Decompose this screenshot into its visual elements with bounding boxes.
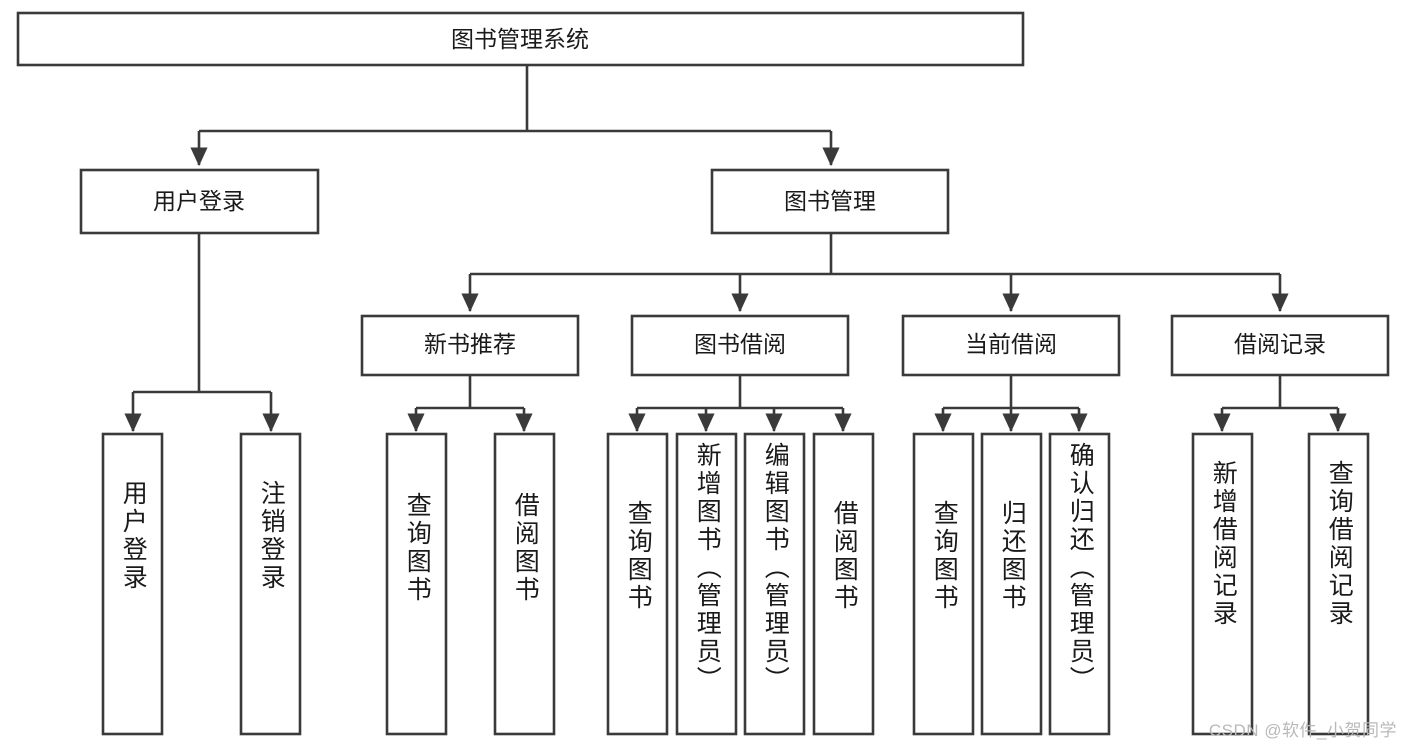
node-borrow-record-label: 借阅记录: [1234, 331, 1326, 357]
node-book-management-label: 图书管理: [784, 188, 876, 214]
leaf-box-logout[interactable]: [239, 432, 302, 736]
node-current-borrow-label: 当前借阅: [965, 331, 1057, 357]
watermark-text: CSDN @软件_小贺同学: [1208, 721, 1397, 740]
edge-root-to-level2: [190, 65, 840, 167]
node-borrow-record[interactable]: 借阅记录: [1170, 314, 1390, 377]
node-current-borrow[interactable]: 当前借阅: [901, 314, 1121, 377]
node-book-borrow[interactable]: 图书借阅: [630, 314, 850, 377]
edge-currentborrow-to-leaves: [934, 375, 1088, 433]
node-root[interactable]: 图书管理系统: [16, 11, 1025, 67]
node-root-label: 图书管理系统: [451, 26, 589, 52]
node-book-management[interactable]: 图书管理: [710, 168, 950, 235]
edge-userlogin-to-leaves: [124, 233, 280, 433]
leaf-box-borrow-book[interactable]: [812, 432, 875, 736]
leaf-box-borrow-book-recommend[interactable]: [493, 432, 556, 736]
node-user-login[interactable]: 用户登录: [79, 168, 320, 235]
edge-bookborrow-to-leaves: [628, 375, 852, 433]
node-new-book-recommend[interactable]: 新书推荐: [360, 314, 580, 377]
edge-borrowrecord-to-leaves: [1213, 375, 1347, 433]
node-user-login-label: 用户登录: [153, 188, 245, 214]
leaf-box-return-book[interactable]: [980, 432, 1043, 736]
leaf-box-add-book-admin[interactable]: [675, 432, 738, 736]
node-book-borrow-label: 图书借阅: [694, 331, 786, 357]
leaf-box-confirm-return-admin[interactable]: [1048, 432, 1111, 736]
edge-newbook-to-leaves: [407, 375, 533, 433]
leaf-box-user-login[interactable]: [101, 432, 164, 736]
leaf-box-query-book-recommend[interactable]: [385, 432, 448, 736]
leaf-box-edit-book-admin[interactable]: [743, 432, 806, 736]
edge-bookmgmt-to-level3: [461, 233, 1289, 313]
node-new-book-recommend-label: 新书推荐: [424, 331, 516, 357]
leaf-box-add-borrow-record[interactable]: [1191, 432, 1254, 736]
leaf-box-query-book-current[interactable]: [912, 432, 975, 736]
leaf-box-query-book-borrow[interactable]: [606, 432, 669, 736]
leaf-box-query-borrow-record[interactable]: [1307, 432, 1370, 736]
